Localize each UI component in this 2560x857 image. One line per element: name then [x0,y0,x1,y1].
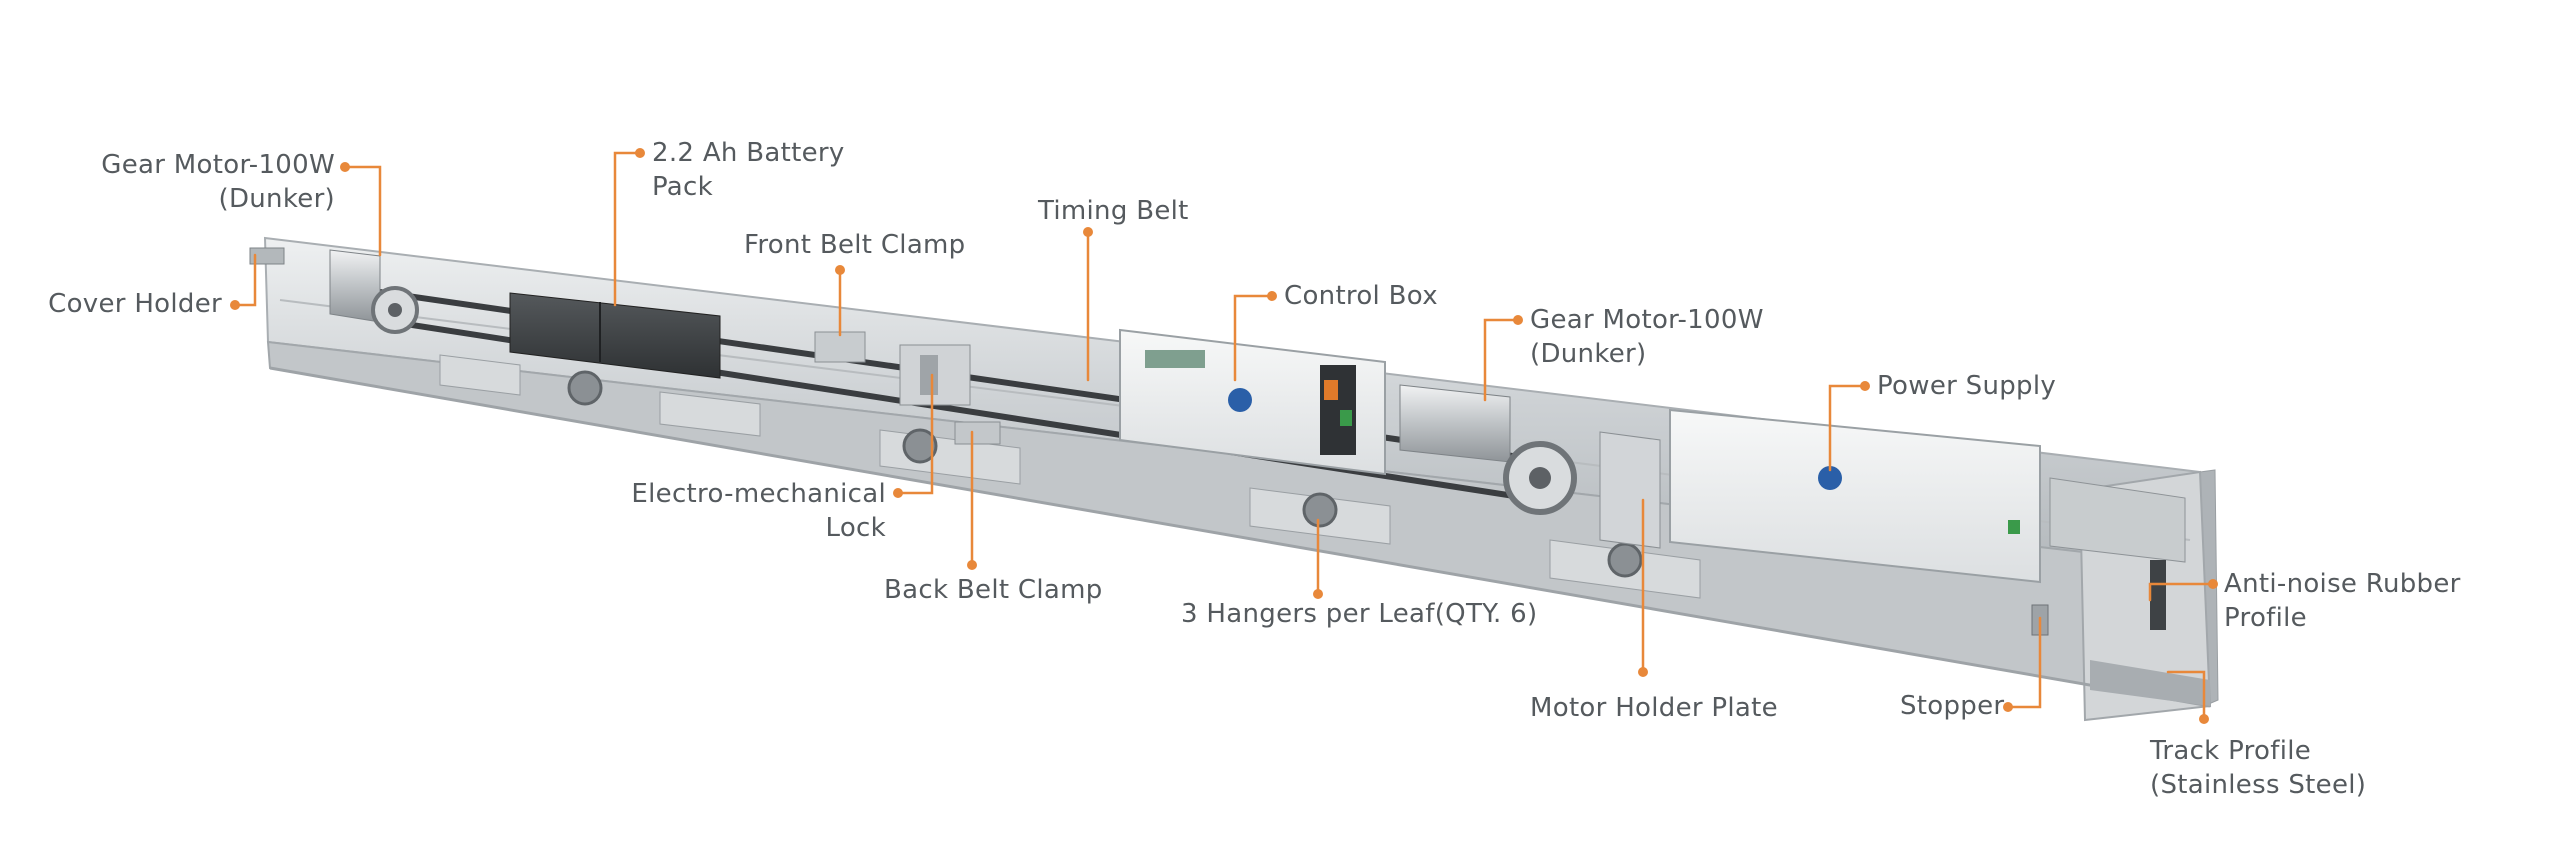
label-battery-pack: 2.2 Ah Battery Pack [652,138,845,202]
leader-dot-back-belt-clamp [967,560,977,570]
leader-dot-control-box [1267,291,1277,301]
front-belt-clamp [814,331,866,363]
leader-dot-motor-holder [1638,667,1648,677]
label-gear-motor-left: Gear Motor-100W (Dunker) [101,150,335,214]
motor-holder-plate [1599,431,1661,549]
hangers [439,354,1701,599]
leader-dot-battery [635,148,645,158]
leader-stopper [2006,616,2042,709]
battery-pack [509,292,721,379]
label-control-box: Control Box [1284,281,1438,311]
label-electro-mechanical-lock: Electro-mechanical Lock [631,479,886,543]
leader-anti-noise [2148,582,2215,602]
leader-cover-holder [233,253,257,307]
end-bracket [2049,477,2186,630]
leader-dot-stopper [2003,702,2013,712]
leader-gear-motor-left [343,165,382,257]
leader-gear-motor-right [1483,318,1520,402]
leader-dot-gear-motor-left [340,162,350,172]
leader-dot-anti-noise [2208,579,2218,589]
label-cover-holder: Cover Holder [48,289,222,319]
leader-dot-timing-belt [1083,227,1093,237]
back-belt-clamp [954,421,1001,445]
label-gear-motor-right: Gear Motor-100W (Dunker) [1530,305,1764,369]
leader-dot-hangers [1313,589,1323,599]
label-hangers: 3 Hangers per Leaf(QTY. 6) [1181,599,1538,629]
leader-dot-cover-holder [230,300,240,310]
gear-motor-right [1399,384,1577,515]
label-anti-noise-rubber-profile: Anti-noise Rubber Profile [2224,569,2461,633]
leader-track-profile [2166,670,2206,721]
label-timing-belt: Timing Belt [1038,196,1189,226]
cover-holder [249,247,285,265]
label-front-belt-clamp: Front Belt Clamp [744,230,966,260]
leader-dot-electro-lock [893,488,903,498]
label-track-profile: Track Profile (Stainless Steel) [2150,736,2367,800]
power-supply [1669,408,2041,584]
gear-motor-left [329,249,419,334]
leader-power-supply [1828,384,1867,472]
leader-dot-gear-motor-right [1513,315,1523,325]
leader-dot-power-supply [1860,381,1870,391]
leader-electro-lock [896,373,934,495]
label-stopper: Stopper [1900,691,2005,721]
leader-dot-track-profile [2199,714,2209,724]
leader-control-box [1233,294,1274,382]
callout-leaders [230,148,2218,724]
leader-battery [613,151,642,307]
electro-mechanical-lock [899,344,971,406]
label-power-supply: Power Supply [1877,371,2057,401]
label-motor-holder-plate: Motor Holder Plate [1530,693,1778,723]
control-box [1119,328,1386,476]
leader-dot-front-belt-clamp [835,265,845,275]
label-back-belt-clamp: Back Belt Clamp [884,575,1103,605]
